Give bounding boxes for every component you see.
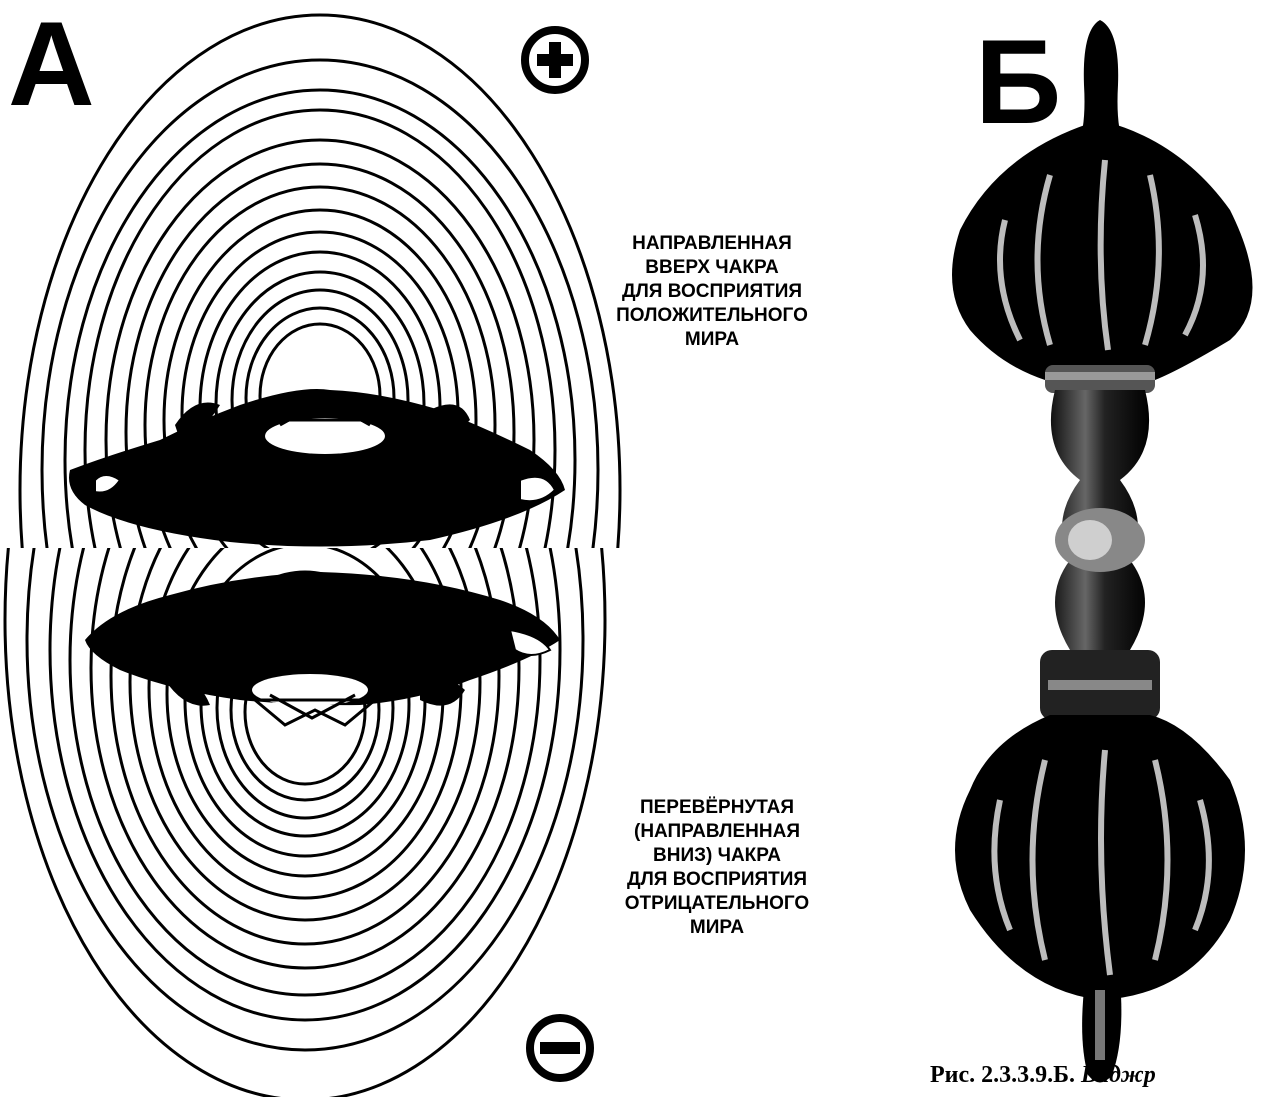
- figure-caption-number: Рис. 2.3.3.9.Б.: [930, 1062, 1075, 1088]
- minus-sign-icon: [530, 1018, 590, 1078]
- upper-caption-line: МИРА: [612, 328, 812, 352]
- figure-caption: Рис. 2.3.3.9.Б. Ваджр: [930, 1062, 1270, 1089]
- lower-caption-line: ДЛЯ ВОСПРИЯТИЯ: [612, 868, 822, 892]
- panel-b-letter: Б: [975, 22, 1059, 142]
- plus-sign-icon: [525, 30, 585, 90]
- lower-caption-line: МИРА: [612, 916, 822, 940]
- upper-caption-line: ДЛЯ ВОСПРИЯТИЯ: [612, 280, 812, 304]
- lower-caption-line: ПЕРЕВЁРНУТАЯ: [612, 796, 822, 820]
- lower-caption-line: (НАПРАВЛЕННАЯ: [612, 820, 822, 844]
- vajra-illustration: [930, 0, 1270, 1097]
- upper-caption-line: ВВЕРХ ЧАКРА: [612, 256, 812, 280]
- upper-caption-line: ПОЛОЖИТЕЛЬНОГО: [612, 304, 812, 328]
- lower-caption-line: ОТРИЦАТЕЛЬНОГО: [612, 892, 822, 916]
- upward-lotus: [69, 389, 565, 547]
- lower-chakra-caption: ПЕРЕВЁРНУТАЯ (НАПРАВЛЕННАЯ ВНИЗ) ЧАКРА Д…: [612, 796, 822, 940]
- chakra-field-diagram: [0, 0, 640, 1097]
- lower-caption-line: ВНИЗ) ЧАКРА: [612, 844, 822, 868]
- figure-caption-text: Ваджр: [1081, 1062, 1156, 1088]
- upper-caption-line: НАПРАВЛЕННАЯ: [612, 232, 812, 256]
- upper-chakra-caption: НАПРАВЛЕННАЯ ВВЕРХ ЧАКРА ДЛЯ ВОСПРИЯТИЯ …: [612, 232, 812, 352]
- panel-a-letter: А: [8, 4, 93, 124]
